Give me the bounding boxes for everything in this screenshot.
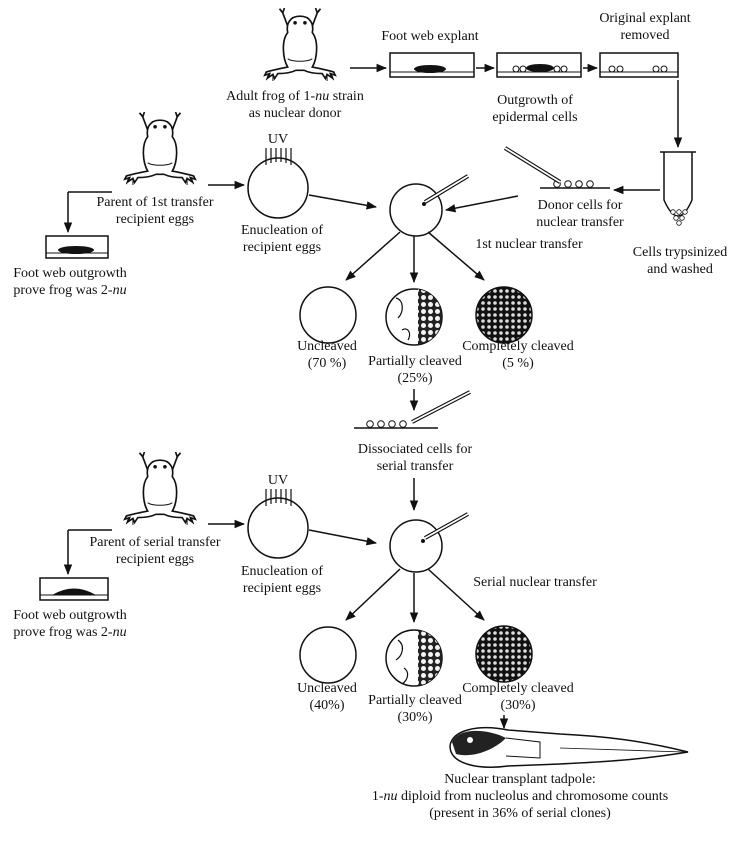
label-foot-web-outgrowth-1: Foot web outgrowth prove frog was 2-nu bbox=[13, 266, 127, 298]
parent-frog-illustration-2 bbox=[123, 452, 197, 527]
label-serial-nuclear-transfer: Serial nuclear transfer bbox=[473, 575, 597, 590]
injected-egg-2 bbox=[389, 512, 469, 573]
arrow-to-uncleaved-2 bbox=[345, 568, 401, 621]
label-original-explant: Original explant removed bbox=[599, 11, 691, 43]
parent-frog-illustration-1 bbox=[123, 112, 197, 187]
label-foot-web-outgrowth-2: Foot web outgrowth prove frog was 2-nu bbox=[13, 608, 127, 640]
adult-frog-illustration bbox=[263, 8, 337, 83]
label-parent-1st-transfer: Parent of 1st transfer recipient eggs bbox=[96, 195, 214, 227]
foot-web-outgrowth-dish-1 bbox=[45, 235, 109, 259]
uv-egg-2 bbox=[247, 489, 309, 559]
egg-completely-cleaved-1 bbox=[475, 286, 533, 344]
label-outgrowth-epidermal: Outgrowth of epidermal cells bbox=[492, 93, 578, 125]
egg-partially-cleaved-1 bbox=[385, 288, 443, 346]
arrow-to-complete-1 bbox=[427, 231, 485, 281]
outgrowth-dish bbox=[496, 52, 582, 78]
arrow-to-uncleaved-1 bbox=[345, 231, 401, 281]
arrow-egg2-to-injection bbox=[308, 529, 378, 546]
label-donor-cells: Donor cells for nuclear transfer bbox=[536, 198, 624, 230]
egg-completely-cleaved-2 bbox=[475, 625, 533, 683]
label-foot-web-explant: Foot web explant bbox=[381, 29, 479, 44]
arrow-donor-to-injection bbox=[444, 195, 519, 213]
label-1st-nuclear-transfer: 1st nuclear transfer bbox=[475, 237, 583, 252]
tadpole-illustration bbox=[449, 727, 689, 768]
explant-removed-dish bbox=[599, 52, 679, 78]
injected-egg-1 bbox=[389, 174, 470, 237]
dissociated-cells-pipette bbox=[354, 390, 471, 429]
label-uv-2: UV bbox=[267, 473, 289, 488]
label-uv-1: UV bbox=[267, 132, 289, 147]
label-enucleation-2: Enucleation of recipient eggs bbox=[240, 564, 324, 596]
centrifuge-tube bbox=[660, 151, 696, 226]
foot-web-outgrowth-dish-2 bbox=[39, 577, 109, 601]
donor-cells-pipette bbox=[503, 146, 610, 189]
label-completely-cleaved-2: Completely cleaved (30%) bbox=[462, 681, 574, 713]
uv-egg-1 bbox=[247, 148, 309, 219]
label-nuclear-transplant-tadpole: Nuclear transplant tadpole: 1-nu diploid… bbox=[371, 772, 669, 821]
egg-partially-cleaved-2 bbox=[385, 629, 443, 687]
label-uncleaved-1: Uncleaved (70 %) bbox=[297, 339, 357, 371]
label-dissociated-cells: Dissociated cells for serial transfer bbox=[357, 442, 473, 474]
foot-web-explant-dish bbox=[389, 52, 475, 78]
label-partially-cleaved-2: Partially cleaved (30%) bbox=[368, 693, 462, 725]
label-enucleation-1: Enucleation of recipient eggs bbox=[240, 223, 324, 255]
egg-uncleaved-2 bbox=[299, 626, 357, 684]
egg-uncleaved-1 bbox=[299, 286, 357, 344]
arrow-egg1-to-injection bbox=[308, 194, 378, 210]
label-completely-cleaved-1: Completely cleaved (5 %) bbox=[462, 339, 574, 371]
label-uncleaved-2: Uncleaved (40%) bbox=[297, 681, 357, 713]
arrow-to-complete-2 bbox=[427, 568, 485, 621]
label-adult-frog: Adult frog of 1-nu strain as nuclear don… bbox=[226, 89, 364, 121]
label-cells-trypsinized: Cells trypsinized and washed bbox=[632, 245, 728, 277]
label-parent-serial-transfer: Parent of serial transfer recipient eggs bbox=[89, 535, 221, 567]
label-partially-cleaved-1: Partially cleaved (25%) bbox=[368, 354, 462, 386]
